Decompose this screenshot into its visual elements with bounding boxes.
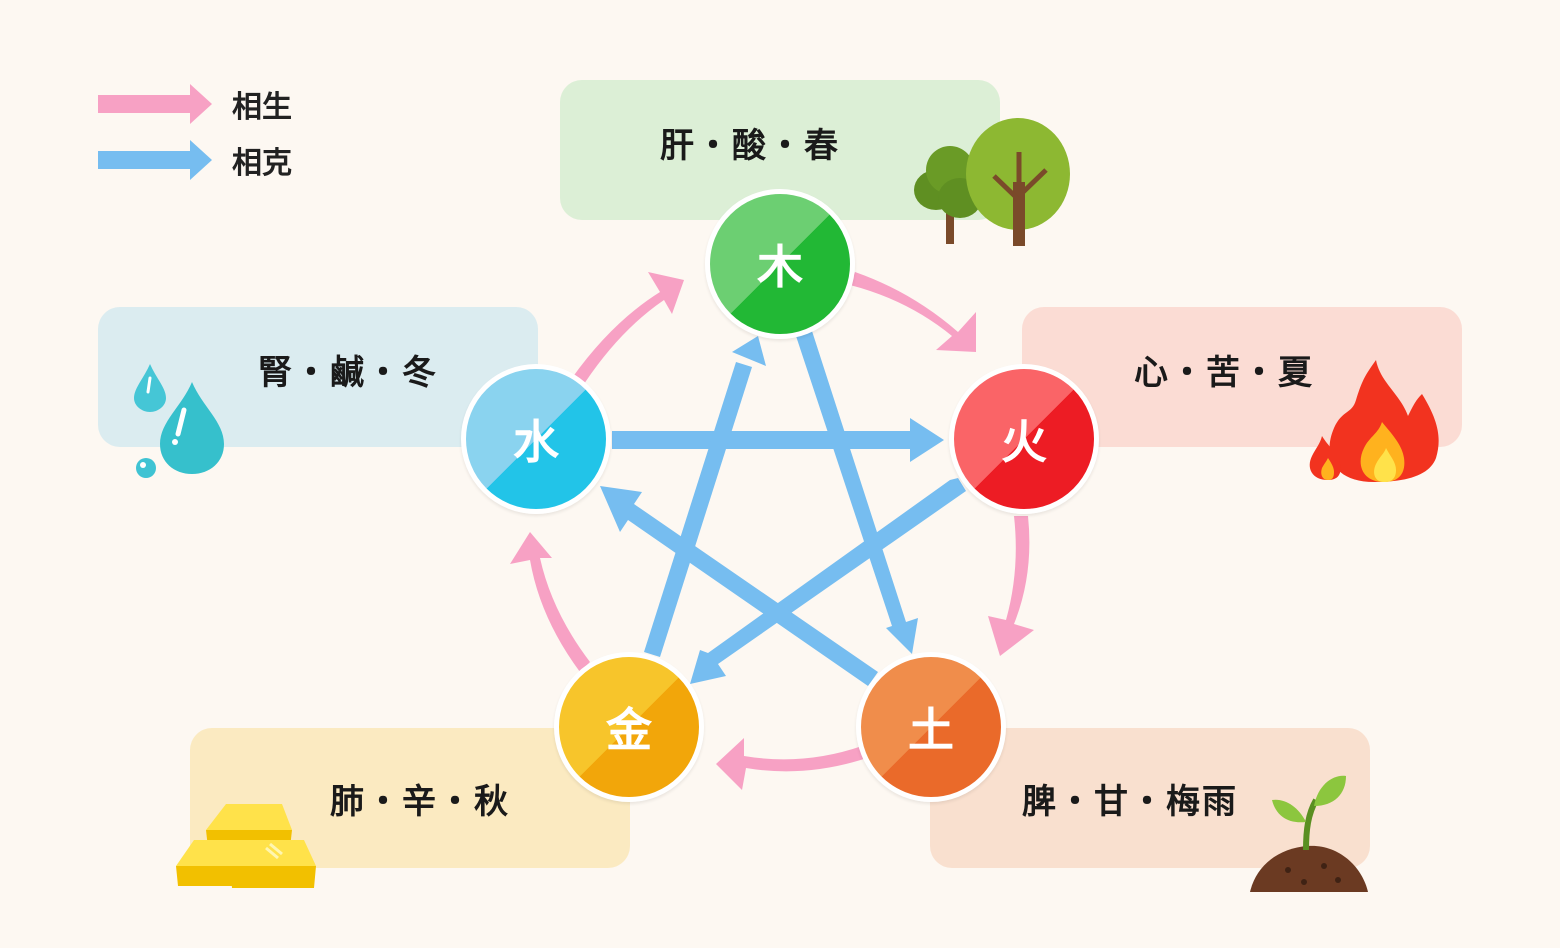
gold-bars-icon xyxy=(176,804,316,888)
fire-node-label: 火 xyxy=(1001,415,1047,469)
water-drops-icon xyxy=(134,364,224,478)
fire-info-text: 心・苦・夏 xyxy=(1134,352,1314,393)
legend-overcoming: 相克 xyxy=(98,138,292,182)
metal-info-text: 肺・辛・秋 xyxy=(330,781,510,822)
arrow-earth-to-water xyxy=(600,486,878,686)
earth-node: 土 xyxy=(856,652,1006,802)
earth-info-box: 脾・甘・梅雨 xyxy=(930,728,1370,868)
water-info-text: 腎・鹹・冬 xyxy=(258,352,438,393)
arrow-fire-to-earth xyxy=(988,516,1034,656)
wood-node: 木 xyxy=(705,189,855,339)
water-node: 水 xyxy=(461,364,611,514)
legend-generating-label: 相生 xyxy=(232,90,292,125)
pink-arrow-icon xyxy=(98,84,212,124)
earth-node-label: 土 xyxy=(908,703,954,757)
arrow-water-to-wood xyxy=(572,272,684,384)
trees-icon xyxy=(914,118,1070,246)
fire-node: 火 xyxy=(949,364,1099,514)
legend-overcoming-label: 相克 xyxy=(232,146,292,181)
metal-node: 金 xyxy=(554,652,704,802)
sprout-icon xyxy=(1250,775,1368,892)
metal-info-box: 肺・辛・秋 xyxy=(190,728,630,868)
arrow-metal-to-water xyxy=(510,532,590,672)
arrow-fire-to-metal xyxy=(690,478,966,684)
arrow-wood-to-earth xyxy=(796,331,918,654)
legend-generating: 相生 xyxy=(98,82,292,126)
water-node-label: 水 xyxy=(513,415,559,469)
arrow-water-to-fire xyxy=(612,418,944,462)
earth-info-text: 脾・甘・梅雨 xyxy=(1022,781,1238,822)
wood-node-label: 木 xyxy=(757,240,803,294)
arrow-metal-to-wood-shaft xyxy=(644,362,752,657)
blue-arrow-icon xyxy=(98,140,212,180)
fire-icon xyxy=(1309,360,1439,482)
arrow-metal-to-wood-head xyxy=(732,336,766,366)
metal-node-label: 金 xyxy=(606,703,652,757)
arrow-earth-to-metal xyxy=(716,738,867,790)
arrow-wood-to-fire xyxy=(850,272,976,352)
wood-info-text: 肝・酸・春 xyxy=(660,125,840,166)
